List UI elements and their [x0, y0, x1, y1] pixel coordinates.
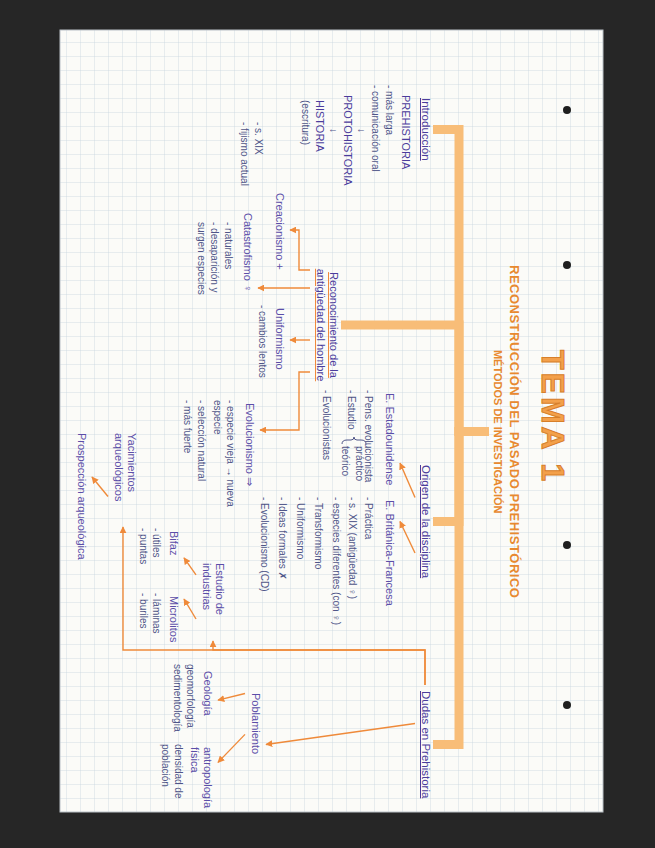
- note-text: práctico: [353, 446, 366, 481]
- arrow-connector: [290, 230, 310, 270]
- node-text: Poblamiento: [249, 693, 262, 754]
- topic-node: Creacionismo +: [272, 190, 287, 273]
- note-text: - selección natural: [195, 400, 208, 481]
- topic-node: Origen de la disciplina: [418, 462, 433, 581]
- topic-node: Introducción: [418, 95, 433, 164]
- note-text: - láminas: [150, 593, 163, 634]
- note-text: - s. XIX: [252, 122, 265, 155]
- node-text: Prospección arqueológica: [75, 433, 88, 560]
- note-text: - Uniformismo: [294, 497, 307, 559]
- punch-hole: [563, 106, 571, 114]
- topic-node: Poblamiento: [248, 690, 263, 757]
- note-text: - Ideas formales ✗: [276, 497, 289, 580]
- note-text: - s. XIX (antigüedad ♀): [346, 497, 359, 599]
- topic-node: Geología: [200, 668, 215, 719]
- node-text: Geología: [201, 671, 214, 716]
- note-text: PREHISTORIA: [399, 95, 412, 169]
- note-text: geomorfología: [184, 664, 197, 728]
- topic-node: Estudio de industrias: [199, 560, 227, 638]
- punch-hole: [563, 261, 571, 269]
- paper-sheet: [60, 30, 603, 812]
- topic-node: Uniformismo: [272, 305, 287, 373]
- note-text: - buriles: [137, 593, 150, 629]
- node-text: Yacimientos arqueológicos: [112, 433, 138, 521]
- curly-brace: [342, 437, 366, 444]
- node-text: RECONSTRUCCIÓN DEL PASADO PREHISTÓRICO: [506, 265, 522, 598]
- note-text: teórico: [339, 446, 352, 476]
- topic-node: Yacimientos arqueológicos: [111, 430, 139, 524]
- page-title: TEMA 1: [535, 350, 571, 484]
- topic-node: Bifaz: [166, 528, 181, 558]
- topic-node: Evolucionismo ⇒: [242, 400, 257, 489]
- node-text: Microlitos: [167, 596, 180, 642]
- grid-lines: [60, 30, 603, 812]
- note-text: densidad de población: [159, 744, 185, 808]
- node-text: Introducción: [419, 98, 432, 161]
- paper-edge: [60, 30, 603, 812]
- topic-node: Reconocimiento de la antigüedad del homb…: [313, 262, 341, 388]
- node-text: Dudas en Prehistoria: [419, 691, 432, 798]
- topic-node: E. Estadounidense: [382, 390, 397, 488]
- note-text: (escritura): [299, 100, 312, 145]
- node-text: Uniformismo: [273, 308, 286, 370]
- arrow-connector: [213, 641, 425, 685]
- node-text: antropología física: [188, 747, 214, 813]
- note-text: - útiles: [150, 528, 163, 557]
- note-text: PROTOHISTORIA: [341, 95, 354, 186]
- note-text: - más larga: [383, 85, 396, 135]
- note-text: - Estudio: [345, 390, 358, 429]
- arrow-connector: [400, 522, 415, 554]
- note-text: - fijismo actual: [238, 122, 251, 186]
- topic-node: Microlitos: [166, 593, 181, 645]
- note-text: - Práctica: [362, 497, 375, 539]
- node-text: Creacionismo +: [273, 193, 286, 270]
- arrow-connector: [184, 558, 196, 575]
- note-text: - desaparición y surgen especies: [195, 222, 221, 317]
- note-text: - comunicación oral: [369, 85, 382, 172]
- node-text: E. Británica-Francesa: [383, 500, 396, 606]
- node-text: Catastrofismo ♀: [241, 213, 254, 292]
- topic-node: E. Británica-Francesa: [382, 497, 397, 609]
- note-text: ↓: [327, 128, 340, 133]
- note-text: ↓: [355, 128, 368, 133]
- arrow-connector: [260, 372, 310, 430]
- punch-hole: [563, 541, 571, 549]
- note-text: sedimentología: [171, 664, 184, 732]
- note-text: - especies diferentes (con ♀): [330, 497, 343, 625]
- note-text: - Evolucionistas: [320, 390, 333, 460]
- arrow-connector: [123, 527, 425, 685]
- punch-hole: [563, 701, 571, 709]
- node-text: Bifaz: [167, 531, 180, 555]
- note-text: - cambios lentos: [256, 305, 269, 378]
- topic-node: Dudas en Prehistoria: [418, 688, 433, 801]
- arrow-connector: [400, 463, 415, 497]
- note-text: - Transformismo: [312, 497, 325, 569]
- subtitle-block: RECONSTRUCCIÓN DEL PASADO PREHISTÓRICOMÉ…: [489, 262, 523, 601]
- arrow-connector: [258, 287, 310, 288]
- arrow-connector: [218, 694, 245, 701]
- node-text: Reconocimiento de la antigüedad del homb…: [314, 265, 340, 385]
- topic-node: Catastrofismo ♀: [240, 210, 255, 295]
- note-text: - Evolucionismo (CD): [258, 497, 271, 591]
- arrow-connector: [92, 477, 108, 497]
- node-text: Estudio de industrias: [200, 563, 226, 635]
- arrow-connector: [184, 599, 196, 619]
- topic-node: antropología física: [187, 744, 215, 816]
- node-text: MÉTODOS DE INVESTIGACIÓN: [490, 265, 506, 598]
- arrow-connector: [218, 734, 245, 762]
- node-text: E. Estadounidense: [383, 393, 396, 485]
- note-text: - puntas: [137, 528, 150, 564]
- note-text: - más fuerte: [181, 400, 194, 453]
- arrow-connector: [266, 724, 415, 745]
- node-text: Origen de la disciplina: [419, 465, 432, 578]
- note-text: HISTORIA: [313, 100, 326, 152]
- arrow-connector: [290, 339, 310, 340]
- highlighter-bracket: [433, 432, 489, 745]
- note-text: - especie vieja → nueva especie: [211, 400, 237, 515]
- node-text: Evolucionismo ⇒: [243, 403, 256, 486]
- topic-node: Prospección arqueológica: [74, 430, 89, 563]
- note-text: - naturales: [222, 222, 235, 269]
